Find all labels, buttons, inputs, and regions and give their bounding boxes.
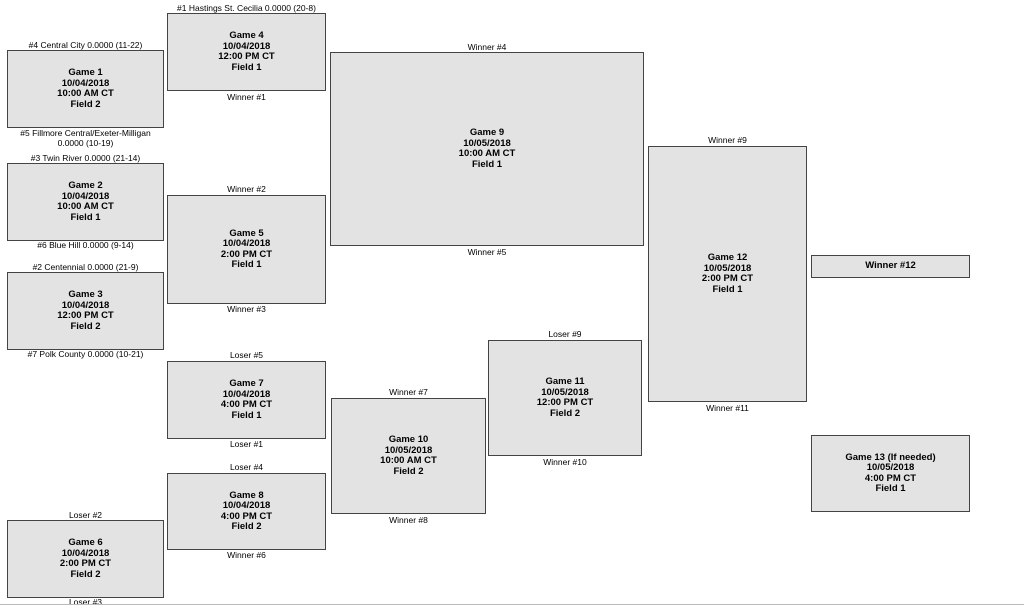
page-bottom-divider [0, 604, 1024, 605]
game-9-bottom-label: Winner #5 [467, 247, 507, 257]
game-title: Game 5 [229, 227, 264, 239]
game-time: 10:00 AM CT [458, 148, 516, 159]
game-time: 4:00 PM CT [220, 510, 273, 522]
game-13-box[interactable]: Game 13 (If needed) 10/05/2018 4:00 PM C… [811, 435, 970, 512]
game-3-bottom-label: #7 Polk County 0.0000 (10-21) [27, 349, 144, 359]
game-time: 12:00 PM CT [536, 397, 594, 408]
game-title: Game 3 [68, 289, 103, 300]
game-3-box[interactable]: Game 3 10/04/2018 12:00 PM CT Field 2 [7, 272, 164, 350]
game-field: Field 2 [70, 320, 101, 332]
game-field: Field 1 [70, 211, 101, 223]
game-date: 10/04/2018 [222, 388, 271, 400]
game-time: 2:00 PM CT [59, 558, 112, 569]
game-title: Game 6 [68, 537, 103, 548]
game-time: 12:00 PM CT [57, 310, 114, 321]
game-9-box[interactable]: Game 9 10/05/2018 10:00 AM CT Field 1 [330, 52, 644, 246]
game-6-box[interactable]: Game 6 10/04/2018 2:00 PM CT Field 2 [7, 520, 164, 598]
game-9-top-label: Winner #4 [467, 42, 507, 52]
game-date: 10/04/2018 [222, 238, 271, 249]
game-title: Game 2 [68, 180, 103, 191]
game-title: Game 8 [229, 489, 264, 501]
game-1-box[interactable]: Game 1 10/04/2018 10:00 AM CT Field 2 [7, 50, 164, 128]
game-field: Field 2 [393, 465, 424, 477]
game-date: 10/04/2018 [61, 190, 110, 202]
game-time: 12:00 PM CT [218, 51, 275, 62]
game-field: Field 1 [231, 409, 262, 421]
game-4-top-label: #1 Hastings St. Cecilia 0.0000 (20-8) [177, 3, 316, 13]
game-title: Game 7 [229, 378, 264, 389]
game-8-box[interactable]: Game 8 10/04/2018 4:00 PM CT Field 2 [167, 473, 326, 550]
game-title: Game 10 [388, 434, 429, 445]
game-5-box[interactable]: Game 5 10/04/2018 2:00 PM CT Field 1 [167, 195, 326, 304]
game-time: 10:00 AM CT [57, 88, 114, 99]
game-1-top-label: #4 Central City 0.0000 (11-22) [28, 40, 143, 50]
game-date: 10/05/2018 [463, 137, 511, 149]
game-12-box[interactable]: Game 12 10/05/2018 2:00 PM CT Field 1 [648, 146, 807, 402]
game-time: 2:00 PM CT [220, 248, 273, 260]
game-2-bottom-label: #6 Blue Hill 0.0000 (9-14) [37, 240, 134, 250]
game-time: 4:00 PM CT [864, 472, 917, 484]
game-field: Field 1 [712, 283, 743, 295]
game-4-box[interactable]: Game 4 10/04/2018 12:00 PM CT Field 1 [167, 13, 326, 91]
game-7-bottom-label: Loser #1 [229, 439, 264, 449]
game-field: Field 1 [231, 61, 262, 73]
game-8-bottom-label: Winner #6 [227, 550, 266, 560]
champion-label: Winner #12 [865, 260, 916, 272]
game-date: 10/04/2018 [61, 77, 110, 89]
game-12-bottom-label: Winner #11 [706, 403, 749, 413]
game-time: 10:00 AM CT [380, 455, 437, 466]
game-date: 10/04/2018 [222, 40, 271, 52]
game-4-bottom-label: Winner #1 [227, 92, 266, 102]
game-11-box[interactable]: Game 11 10/05/2018 12:00 PM CT Field 2 [488, 340, 642, 456]
game-7-top-label: Loser #5 [229, 350, 264, 360]
game-field: Field 2 [70, 568, 101, 580]
game-date: 10/05/2018 [384, 444, 433, 456]
game-8-top-label: Loser #4 [229, 462, 264, 472]
game-time: 4:00 PM CT [220, 399, 273, 410]
game-12-top-label: Winner #9 [708, 135, 747, 145]
game-10-top-label: Winner #7 [389, 387, 428, 397]
game-6-top-label: Loser #2 [68, 510, 103, 520]
game-title: Game 9 [469, 127, 505, 138]
game-title: Game 11 [545, 376, 585, 387]
game-date: 10/04/2018 [61, 547, 110, 559]
game-date: 10/05/2018 [866, 462, 915, 473]
game-time: 2:00 PM CT [701, 273, 754, 284]
game-title: Game 12 [707, 252, 748, 263]
game-7-box[interactable]: Game 7 10/04/2018 4:00 PM CT Field 1 [167, 361, 326, 439]
game-title: Game 1 [68, 67, 103, 78]
game-field: Field 1 [471, 158, 503, 170]
game-title: Game 4 [229, 30, 264, 41]
game-10-box[interactable]: Game 10 10/05/2018 10:00 AM CT Field 2 [331, 398, 486, 514]
game-11-top-label: Loser #9 [548, 329, 582, 339]
game-3-top-label: #2 Centennial 0.0000 (21-9) [32, 262, 139, 272]
game-date: 10/04/2018 [61, 299, 110, 311]
game-field: Field 2 [70, 98, 101, 110]
game-6-bottom-label: Loser #3 [68, 597, 103, 607]
game-date: 10/05/2018 [703, 262, 752, 274]
champion-box[interactable]: Winner #12 [811, 255, 970, 278]
game-date: 10/04/2018 [222, 500, 271, 511]
game-5-top-label: Winner #2 [227, 184, 266, 194]
game-date: 10/05/2018 [541, 386, 589, 398]
game-field: Field 1 [875, 483, 906, 494]
game-5-bottom-label: Winner #3 [227, 304, 266, 314]
game-time: 10:00 AM CT [57, 201, 114, 212]
game-field: Field 2 [231, 521, 262, 532]
game-1-bottom-label: #5 Fillmore Central/Exeter-Milligan 0.00… [20, 128, 151, 148]
game-11-bottom-label: Winner #10 [543, 457, 587, 467]
game-10-bottom-label: Winner #8 [389, 515, 428, 525]
game-title: Game 13 (If needed) [845, 451, 936, 463]
game-2-top-label: #3 Twin River 0.0000 (21-14) [30, 153, 141, 163]
game-field: Field 1 [231, 259, 262, 270]
game-field: Field 2 [549, 407, 581, 419]
game-2-box[interactable]: Game 2 10/04/2018 10:00 AM CT Field 1 [7, 163, 164, 241]
